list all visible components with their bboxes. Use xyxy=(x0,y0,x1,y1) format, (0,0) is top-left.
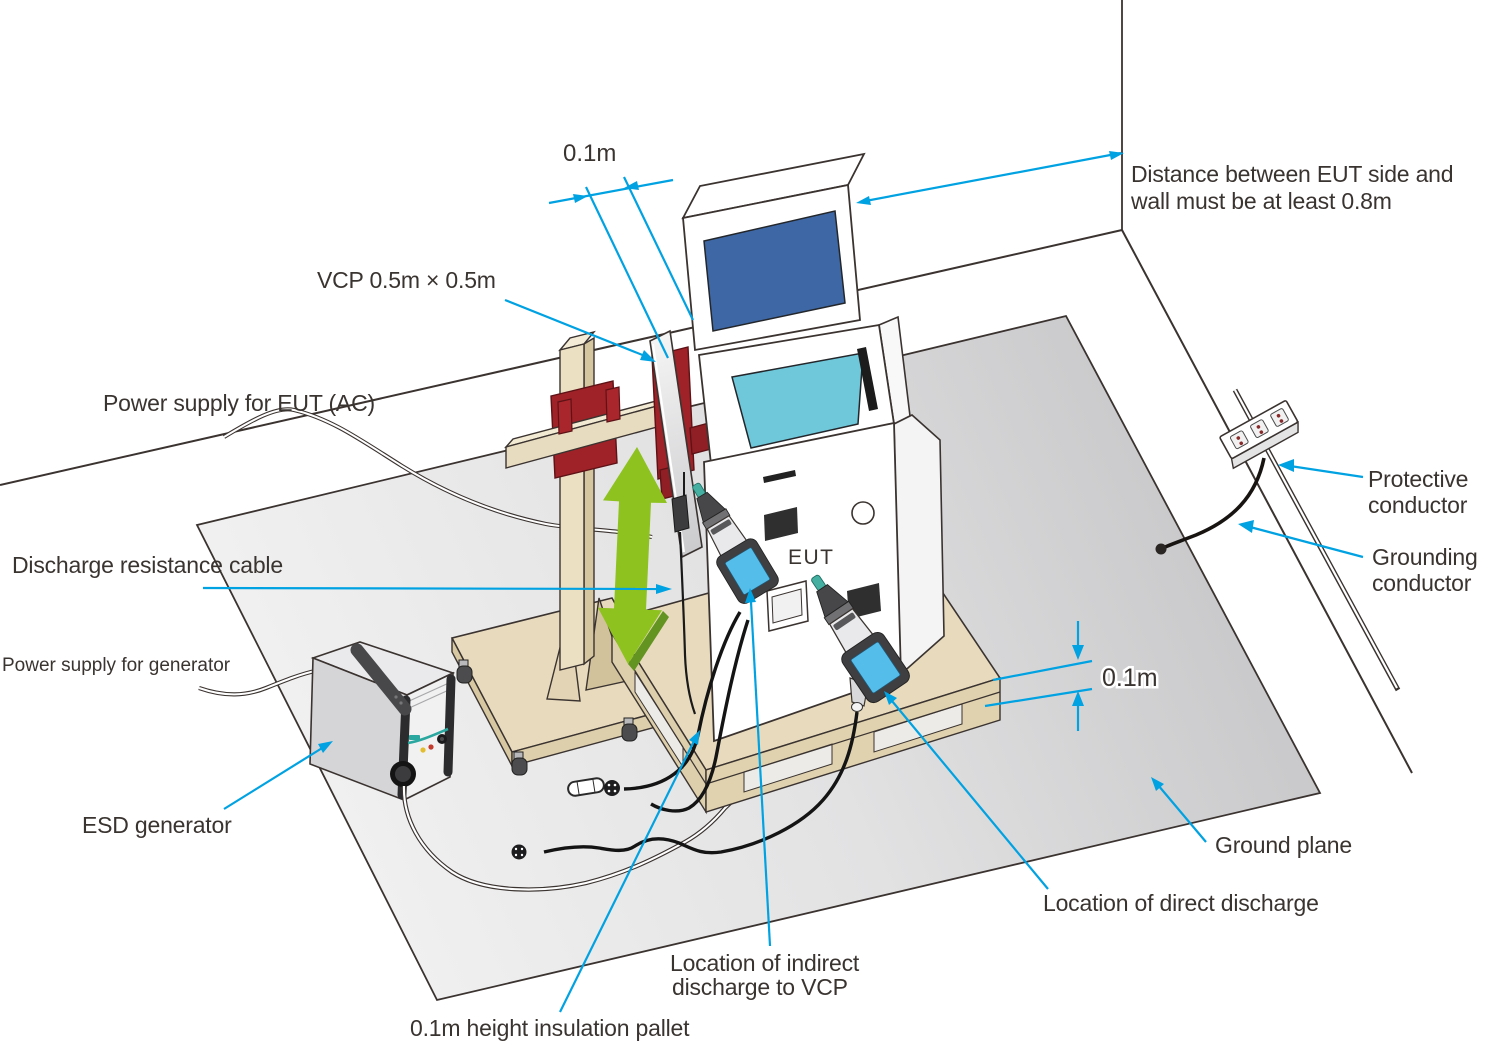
label-grounding-1: Grounding xyxy=(1372,544,1478,570)
leader-esd-generator xyxy=(223,741,333,810)
outlet-sockets xyxy=(1229,408,1289,450)
keyhole-circle xyxy=(851,501,875,525)
touch-screen xyxy=(731,352,864,449)
wall-distance-arrow xyxy=(856,151,1124,205)
label-insulation-pallet: 0.1m height insulation pallet xyxy=(410,1015,690,1041)
generator-handle xyxy=(350,643,412,716)
dim-top-gap xyxy=(548,176,694,359)
gun-base-cap xyxy=(851,702,863,712)
arrowhead xyxy=(689,730,700,745)
label-dim-top: 0.1m xyxy=(563,140,616,167)
dispenser-opening xyxy=(766,580,809,632)
arrowhead xyxy=(640,350,656,362)
right-wall-baseboard xyxy=(1121,229,1413,774)
label-discharge-resistance-cable: Discharge resistance cable xyxy=(12,552,283,578)
gun-right-cable xyxy=(511,711,859,860)
arrowhead xyxy=(745,588,756,603)
arrowhead xyxy=(884,691,897,705)
label-dim-pallet: 0.1m xyxy=(1102,664,1158,692)
dim-arrow xyxy=(624,181,639,190)
vcp-plate xyxy=(649,329,703,559)
generator-gun-cable xyxy=(401,780,767,892)
arrowhead xyxy=(856,196,871,205)
gun-display-screen xyxy=(725,547,770,595)
label-vcp-size: VCP 0.5m × 0.5m xyxy=(317,267,496,293)
label-grounding-2: conductor xyxy=(1372,570,1472,596)
arrowhead xyxy=(318,741,333,753)
leader-direct-discharge xyxy=(884,691,1049,890)
esd-gun-right xyxy=(811,574,910,712)
grounding-conductor-cable xyxy=(1155,457,1266,555)
indicator-red xyxy=(428,744,434,750)
label-wall-distance-2: wall must be at least 0.8m xyxy=(1130,188,1392,214)
generator-accent-stripe xyxy=(407,727,449,745)
cable-end-plug xyxy=(511,844,527,860)
clamp-tab-left xyxy=(557,398,573,435)
label-ground-plane: Ground plane xyxy=(1215,832,1352,858)
label-power-supply-generator: Power supply for generator xyxy=(2,655,231,676)
arrowhead xyxy=(656,584,672,594)
leader-ground-plane xyxy=(1151,777,1207,843)
label-esd-generator: ESD generator xyxy=(82,812,232,838)
gun-display-screen xyxy=(850,641,901,694)
label-wall-distance-1: Distance between EUT side and xyxy=(1131,161,1453,187)
cabinet-side xyxy=(893,414,945,677)
label-protective-1: Protective xyxy=(1368,466,1468,492)
leader-insulation-pallet xyxy=(559,730,700,1013)
leader-indirect-discharge xyxy=(745,588,772,947)
cable-inline-connector xyxy=(567,777,620,797)
label-indirect-discharge-1: Location of indirect xyxy=(670,950,860,976)
clamp-tab-right xyxy=(605,386,621,423)
cart-casters xyxy=(456,659,638,776)
label-direct-discharge: Location of direct discharge xyxy=(1043,890,1319,916)
label-protective-2: conductor xyxy=(1368,492,1468,518)
direct-discharge-target xyxy=(847,583,881,619)
arrowhead xyxy=(1072,645,1084,660)
cable-ferrite xyxy=(671,494,690,533)
outlet-strip xyxy=(1219,400,1299,470)
arrowhead xyxy=(1238,520,1254,533)
leader-grounding xyxy=(1238,520,1364,559)
card-reader xyxy=(764,507,798,541)
arrowhead xyxy=(1072,691,1084,706)
generator-logo xyxy=(409,735,420,740)
discharge-resistance-cable-object xyxy=(671,472,697,715)
leader-protective xyxy=(1278,459,1364,479)
indicator-yellow xyxy=(420,747,426,753)
generator-bumper-right xyxy=(443,674,456,777)
green-double-arrow xyxy=(598,447,667,664)
esd-generator xyxy=(309,641,456,802)
monitor-screen xyxy=(703,210,846,332)
arrowhead xyxy=(1109,151,1124,160)
eut-label: EUT xyxy=(788,546,835,569)
leader-vcp xyxy=(504,298,656,362)
label-indirect-discharge-2: discharge to VCP xyxy=(672,974,848,1000)
arrowhead xyxy=(1151,777,1164,791)
card-slot-bar xyxy=(857,347,878,411)
dim-arrow xyxy=(573,194,588,203)
label-power-supply-eut: Power supply for EUT (AC) xyxy=(103,390,375,416)
dim-pallet-height xyxy=(984,621,1093,731)
receipt-slot xyxy=(763,470,796,483)
arrowhead xyxy=(1278,459,1294,472)
height-adjust-arrow xyxy=(598,447,669,671)
esd-gun-left xyxy=(692,482,779,604)
leader-discharge-cable xyxy=(202,584,672,594)
generator-ac-cable xyxy=(198,668,316,697)
ground-terminal xyxy=(1155,543,1167,555)
connector-plug xyxy=(604,780,620,796)
